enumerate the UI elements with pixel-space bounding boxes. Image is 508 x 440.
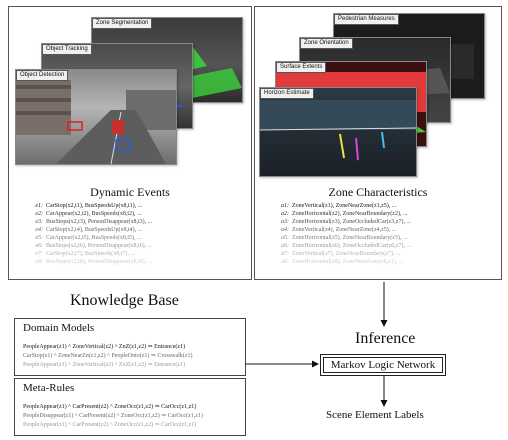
horizon-overlay xyxy=(260,100,416,161)
horizon-estimate-frame: Horizon Estimate xyxy=(259,87,417,177)
event-row: a8:ZoneHorizontal(z8), ZoneNearZone(z8,z… xyxy=(275,259,403,266)
event-index: e5: xyxy=(35,235,43,241)
event-text: CarStop(x2,t7), BusSpeeds(x8,t7), ... xyxy=(46,251,135,257)
detection-scene xyxy=(16,80,176,164)
event-row: e7:CarStop(x2,t7), BusSpeeds(x8,t7), ... xyxy=(29,251,135,258)
event-index: a3: xyxy=(281,219,289,225)
meta-rule: PeopleAppear(z1) ^ CarPresent(z2) ^ Zone… xyxy=(23,422,197,428)
event-row: a5:ZoneHorizontal(z5), ZoneNearBoundary(… xyxy=(275,235,407,242)
event-text: ZoneHorizontal(z5), ZoneNearBoundary(z5)… xyxy=(292,235,408,241)
event-index: a5: xyxy=(281,235,289,241)
meta-rules-box: Meta-Rules PeopleAppear(z1) ^ CarPresent… xyxy=(14,378,246,436)
event-text: CarAppear(x2,t2), BusSpeeds(x8,t2), ... xyxy=(46,211,142,217)
event-row: e3:BusStops(x2,t3), PersonDisappear(x8,t… xyxy=(29,219,152,226)
event-row: e1:CarStop(x2,t1), BusSpeedsUp(x8,t1), .… xyxy=(29,203,142,210)
event-index: e1: xyxy=(35,203,43,209)
event-index: e6: xyxy=(35,243,43,249)
event-text: BusStops(x2,t6), PersonDisappear(x8,t6),… xyxy=(46,243,153,249)
event-index: a1: xyxy=(281,203,289,209)
event-row: e4:CarStop(x2,t4), BusSpeedsUp(x8,t4), .… xyxy=(29,227,142,234)
event-index: a8: xyxy=(281,259,289,265)
markov-logic-network-box: Markov Logic Network xyxy=(320,354,446,376)
event-row: e6:BusStops(x2,t6), PersonDisappear(x8,t… xyxy=(29,243,152,250)
markov-logic-network-label: Markov Logic Network xyxy=(323,357,443,373)
meta-rule: PeopleAppear(z1) ^ CarPresent(z2) ^ Zone… xyxy=(23,404,197,410)
dynamic-events-title: Dynamic Events xyxy=(90,185,170,199)
domain-rule: CarStop(z1) ^ ZoneNearZn(z1,z2) ^ People… xyxy=(23,353,193,359)
event-text: ZoneHorizontal(z8), ZoneNearZone(z8,z1),… xyxy=(292,259,404,265)
event-index: a2: xyxy=(281,211,289,217)
event-row: a2:ZoneHorizontal(z2), ZoneNearBoundary(… xyxy=(275,211,407,218)
event-text: ZoneVertical(z4), ZoneNearZone(z4,z5), .… xyxy=(292,227,397,233)
zone-characteristics-panel: Pedestrian Measures Zone Orientation Sur… xyxy=(254,6,502,280)
domain-models-title: Domain Models xyxy=(23,322,95,334)
event-row: a1:ZoneVertical(z1), ZoneNearZone(z1,z5)… xyxy=(275,203,396,210)
knowledge-base-title: Knowledge Base xyxy=(70,292,179,309)
event-row: a3:ZoneHorizontal(z3), ZoneOccludedCar(z… xyxy=(275,219,411,226)
domain-rule: PeopleAppear(z1) ^ ZoneVertical(z2) ^ Zn… xyxy=(23,344,186,350)
event-text: ZoneHorizontal(z2), ZoneNearBoundary(z2)… xyxy=(292,211,408,217)
event-row: e2:CarAppear(x2,t2), BusSpeeds(x8,t2), .… xyxy=(29,211,141,218)
event-text: ZoneVertical(z1), ZoneNearZone(z1,z5), .… xyxy=(292,203,397,209)
event-row: e8:BusStops(x2,t8), PersonDisappear(x8,t… xyxy=(29,259,152,266)
event-text: ZoneHorizontal(z3), ZoneOccludedCar(z3,z… xyxy=(292,219,411,225)
domain-rule: PeopleAppear(z1) ^ ZoneVertical(z2) ^ Zn… xyxy=(23,362,186,368)
event-index: a6: xyxy=(281,243,289,249)
event-text: BusStops(x2,t3), PersonDisappear(x8,t3),… xyxy=(46,219,153,225)
event-row: e5:CarAppear(x2,t5), BusSpeeds(x8,t5), .… xyxy=(29,235,141,242)
event-row: a7:ZoneVertical(z7), ZoneNearBoundary(z7… xyxy=(275,251,400,258)
event-text: ZoneHorizontal(z6), ZoneOccludedCar(z6,z… xyxy=(292,243,411,249)
event-row: a4:ZoneVertical(z4), ZoneNearZone(z4,z5)… xyxy=(275,227,396,234)
event-text: CarAppear(x2,t5), BusSpeeds(x8,t5), ... xyxy=(46,235,142,241)
meta-rules-title: Meta-Rules xyxy=(23,382,75,394)
event-text: CarStop(x2,t1), BusSpeedsUp(x8,t1), ... xyxy=(46,203,143,209)
zone-characteristics-title: Zone Characteristics xyxy=(328,185,428,199)
event-index: e3: xyxy=(35,219,43,225)
frame-label: Pedestrian Measures xyxy=(334,14,399,25)
event-index: a7: xyxy=(281,251,289,257)
frame-label: Zone Orientation xyxy=(300,38,353,49)
dynamic-events-panel: Zone Segmentation Object Tracking Object… xyxy=(8,6,252,280)
event-index: e2: xyxy=(35,211,43,217)
frame-label: Zone Segmentation xyxy=(92,18,153,29)
event-text: CarStop(x2,t4), BusSpeedsUp(x8,t4), ... xyxy=(46,227,143,233)
event-text: ZoneVertical(z7), ZoneNearBoundary(z7), … xyxy=(292,251,401,257)
frame-label: Surface Extents xyxy=(276,62,327,73)
frame-label: Object Tracking xyxy=(42,44,92,55)
event-index: e8: xyxy=(35,259,43,265)
event-index: e4: xyxy=(35,227,43,233)
object-detection-frame: Object Detection xyxy=(15,69,177,165)
event-text: BusStops(x2,t8), PersonDisappear(x8,t8),… xyxy=(46,259,153,265)
meta-rule: PeopleDisappear(z1) ^ CarPresent(z2) ^ Z… xyxy=(23,413,203,419)
event-index: e7: xyxy=(35,251,43,257)
frame-label: Horizon Estimate xyxy=(260,88,314,99)
frame-label: Object Detection xyxy=(16,70,69,81)
event-row: a6:ZoneHorizontal(z6), ZoneOccludedCar(z… xyxy=(275,243,411,250)
event-index: a4: xyxy=(281,227,289,233)
inference-title: Inference xyxy=(355,330,416,347)
domain-models-box: Domain Models PeopleAppear(z1) ^ ZoneVer… xyxy=(14,318,246,376)
scene-element-labels: Scene Element Labels xyxy=(326,409,424,421)
